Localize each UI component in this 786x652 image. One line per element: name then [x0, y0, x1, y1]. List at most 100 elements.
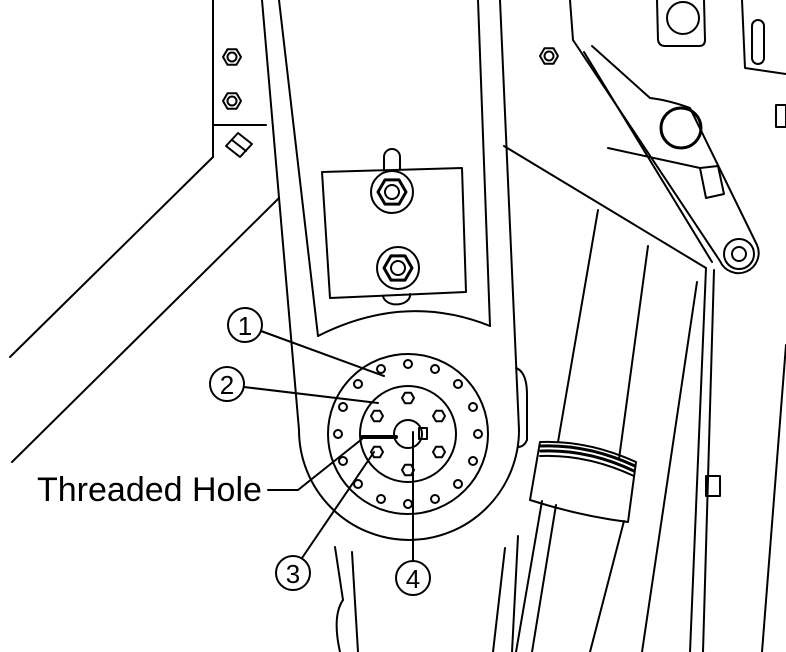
- hex-nut: [222, 48, 242, 66]
- washer: [370, 170, 414, 214]
- adjustment-slot: [751, 19, 765, 65]
- end-cap-ridge: [539, 444, 637, 468]
- arm-outer-outline: [261, 0, 520, 541]
- callout-leader: [243, 386, 379, 404]
- rod-clip: [699, 165, 725, 199]
- bracket-plate: [321, 167, 467, 299]
- flange-bolt-holes: [333, 359, 483, 509]
- callout-1-number: 1: [238, 311, 252, 341]
- flange-outer-rim: [327, 353, 489, 515]
- square-nut-edge: [231, 139, 247, 152]
- callout-leader: [301, 451, 375, 559]
- arm-lower-section-right: [492, 535, 519, 652]
- cylinder-rod-edge: [531, 504, 557, 652]
- bracket-edge: [569, 0, 574, 41]
- arm-inner-arc: [317, 310, 491, 337]
- hex-hole: [432, 409, 446, 423]
- arm-inner-left-edge: [278, 0, 319, 337]
- bolt-hole: [338, 456, 348, 466]
- bolt-hole: [468, 402, 478, 412]
- mount-block: [656, 0, 706, 47]
- rod-brace: [607, 147, 701, 169]
- callout-circle: [227, 307, 263, 343]
- center-bore: [393, 419, 423, 449]
- cylinder-rod-edge: [515, 500, 543, 652]
- callout-circle: [209, 366, 245, 402]
- bolt-hole: [468, 456, 478, 466]
- square-nut-outline: [225, 132, 253, 158]
- hub-flange: [327, 353, 489, 515]
- washer: [376, 246, 420, 290]
- bolt-end: [390, 260, 406, 276]
- side-plate: [741, 0, 786, 75]
- link-pin: [659, 106, 703, 150]
- bracket-nut-upper: [370, 170, 414, 214]
- inner-plate-hex-holes: [370, 391, 446, 477]
- hex-nut-bore: [226, 51, 238, 63]
- keyway: [418, 427, 428, 440]
- bolt-hole: [430, 364, 440, 374]
- end-cap-ridge: [539, 449, 636, 473]
- rod-line: [503, 145, 707, 269]
- link-pivot-bore: [731, 246, 747, 262]
- end-cap-body: [529, 440, 637, 523]
- bolt-hole: [430, 494, 440, 504]
- pivot-link: [572, 39, 760, 275]
- bolt-hole: [353, 379, 363, 389]
- link-pivot: [723, 238, 755, 270]
- flange-inner-plate: [359, 385, 457, 483]
- threaded-hole-leader: [267, 438, 363, 491]
- frame-member: [689, 267, 707, 652]
- swing-arm: [261, 0, 528, 652]
- threaded-hole-label: Threaded Hole: [37, 471, 262, 509]
- bracket-bottom-tab: [382, 293, 412, 306]
- hex-nut-bore: [226, 95, 238, 107]
- arm-inner-right-edge: [477, 0, 491, 327]
- bolt-hole: [376, 364, 386, 374]
- hex-nut: [222, 92, 242, 110]
- callout-2: [209, 366, 379, 404]
- upper-right-bracket: [539, 0, 786, 128]
- square-nut: [225, 132, 253, 158]
- bolt-end: [384, 184, 400, 200]
- cylinder-end-cap: [529, 440, 637, 523]
- hex-hole: [401, 391, 415, 405]
- side-tab: [775, 104, 786, 128]
- hydraulic-cylinder: [515, 209, 649, 652]
- hex-hole: [432, 445, 446, 459]
- frame-member: [641, 281, 698, 652]
- left-mounting-plate: [212, 0, 267, 158]
- frame-rails: [9, 156, 280, 463]
- bolt-hole: [403, 499, 413, 509]
- cylinder-barrel-edge: [618, 245, 649, 460]
- callout-3: [275, 451, 375, 591]
- frame-tab: [705, 475, 721, 497]
- bracket-top-tab: [383, 148, 401, 171]
- arm-lower-section-left: [334, 546, 359, 652]
- frame-rail-upper: [9, 156, 214, 358]
- bracket-nut-lower: [376, 246, 420, 290]
- clamp-bracket: [321, 148, 467, 306]
- cylinder-barrel-edge: [557, 209, 599, 443]
- callout-leader: [260, 330, 385, 377]
- hex-nut-outline: [382, 254, 414, 282]
- hex-nut-outline: [376, 178, 408, 206]
- hex-nut: [539, 47, 559, 65]
- frame-member: [702, 269, 715, 652]
- tension-rod: [503, 145, 725, 269]
- callout-2-number: 2: [220, 370, 234, 400]
- arm-hub-boss: [515, 367, 528, 448]
- frame-member: [761, 344, 786, 652]
- callout-1: [227, 307, 385, 377]
- callout-4-number: 4: [406, 564, 420, 594]
- bolt-hole: [453, 379, 463, 389]
- hex-nut-bore: [543, 50, 555, 62]
- cylinder-rod-edge: [589, 520, 625, 652]
- bolt-hole: [453, 479, 463, 489]
- callout-3-number: 3: [286, 559, 300, 589]
- bolt-hole: [333, 429, 343, 439]
- callout-4: [395, 431, 431, 596]
- plate-edge: [212, 0, 267, 158]
- link-outline: [572, 39, 760, 275]
